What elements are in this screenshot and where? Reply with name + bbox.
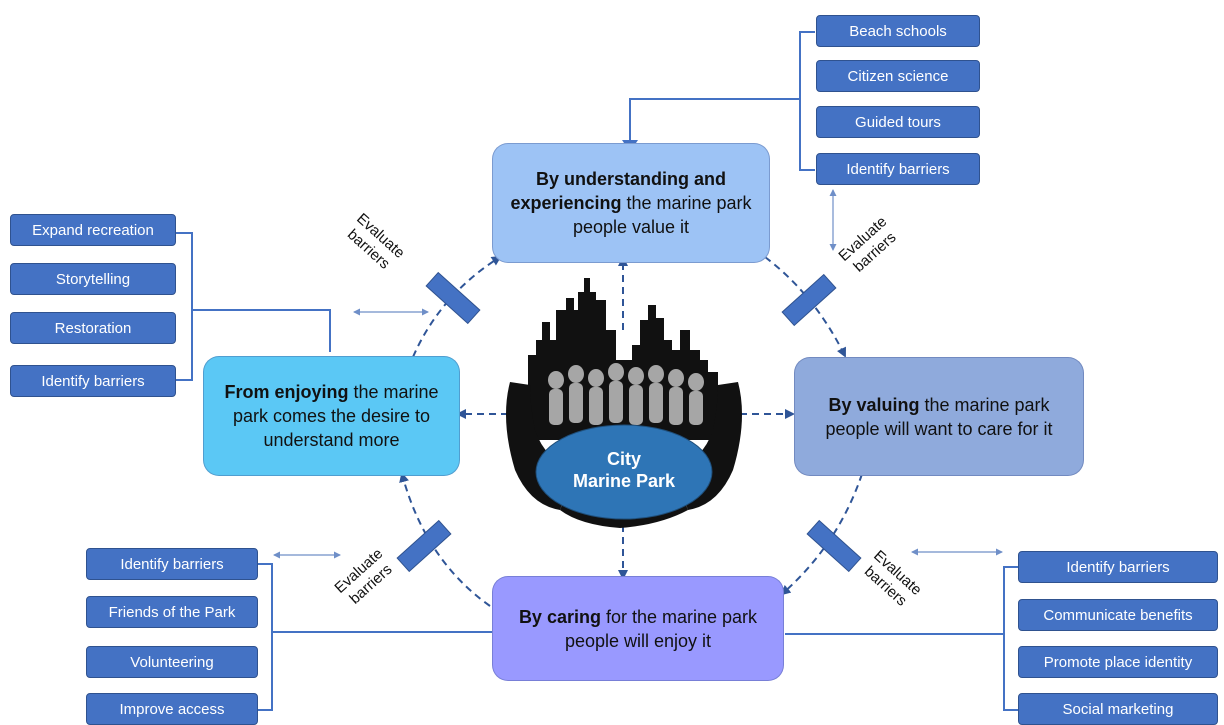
tag-expand-recreation: Expand recreation <box>10 214 176 246</box>
tag-citizen-science: Citizen science <box>816 60 980 92</box>
bracket-bottom-right <box>785 566 1018 711</box>
tag-beach-schools: Beach schools <box>816 15 980 47</box>
bracket-bottom-left <box>258 563 492 711</box>
node-caring-bold: By caring <box>518 606 601 627</box>
node-caring: By caring for the marine park people wil… <box>492 576 784 681</box>
tag-improve-access: Improve access <box>86 693 258 725</box>
node-understanding-text: the marine park people value it <box>572 193 752 237</box>
tag-identify-barriers-top-right: Identify barriers <box>816 153 980 185</box>
tag-identify-barriers-left: Identify barriers <box>10 365 176 397</box>
crowd-graphic <box>548 363 704 425</box>
center-label-line1: City <box>606 449 641 469</box>
tag-identify-barriers-bottom-left: Identify barriers <box>86 548 258 580</box>
node-caring-text: for the marine park people will enjoy it <box>564 606 758 651</box>
tag-guided-tours: Guided tours <box>816 106 980 138</box>
tag-communicate-benefits: Communicate benefits <box>1018 599 1218 631</box>
node-enjoying: From enjoying the marine park comes the … <box>203 356 460 476</box>
barrier-bar-top-left <box>425 271 481 325</box>
bracket-left <box>176 232 331 381</box>
bracket-top-right <box>629 31 815 171</box>
node-enjoying-bold: From enjoying <box>224 382 349 402</box>
tag-promote-place-identity: Promote place identity <box>1018 646 1218 678</box>
tag-storytelling: Storytelling <box>10 263 176 295</box>
barrier-bar-bottom-right <box>806 519 862 573</box>
barrier-bar-bottom-left <box>396 519 452 573</box>
barrier-bar-top-right <box>781 273 837 327</box>
tag-friends-of-the-park: Friends of the Park <box>86 596 258 628</box>
node-understanding: By understanding and experiencing the ma… <box>492 143 770 263</box>
node-valuing-text: the marine park people will want to care… <box>825 394 1053 439</box>
marine-park-lake <box>535 424 713 520</box>
center-label: City Marine Park <box>538 448 710 492</box>
center-label-line2: Marine Park <box>572 471 676 491</box>
node-valuing-bold: By valuing <box>828 394 920 415</box>
tag-identify-barriers-bottom-right: Identify barriers <box>1018 551 1218 583</box>
tag-social-marketing: Social marketing <box>1018 693 1218 725</box>
node-understanding-bold: By understanding and experiencing <box>510 169 726 213</box>
tag-volunteering: Volunteering <box>86 646 258 678</box>
arc-caring-to-enjoying <box>399 472 491 607</box>
node-enjoying-text: the marine park comes the desire to unde… <box>232 382 439 450</box>
node-valuing: By valuing the marine park people will w… <box>794 357 1084 476</box>
tag-restoration: Restoration <box>10 312 176 344</box>
